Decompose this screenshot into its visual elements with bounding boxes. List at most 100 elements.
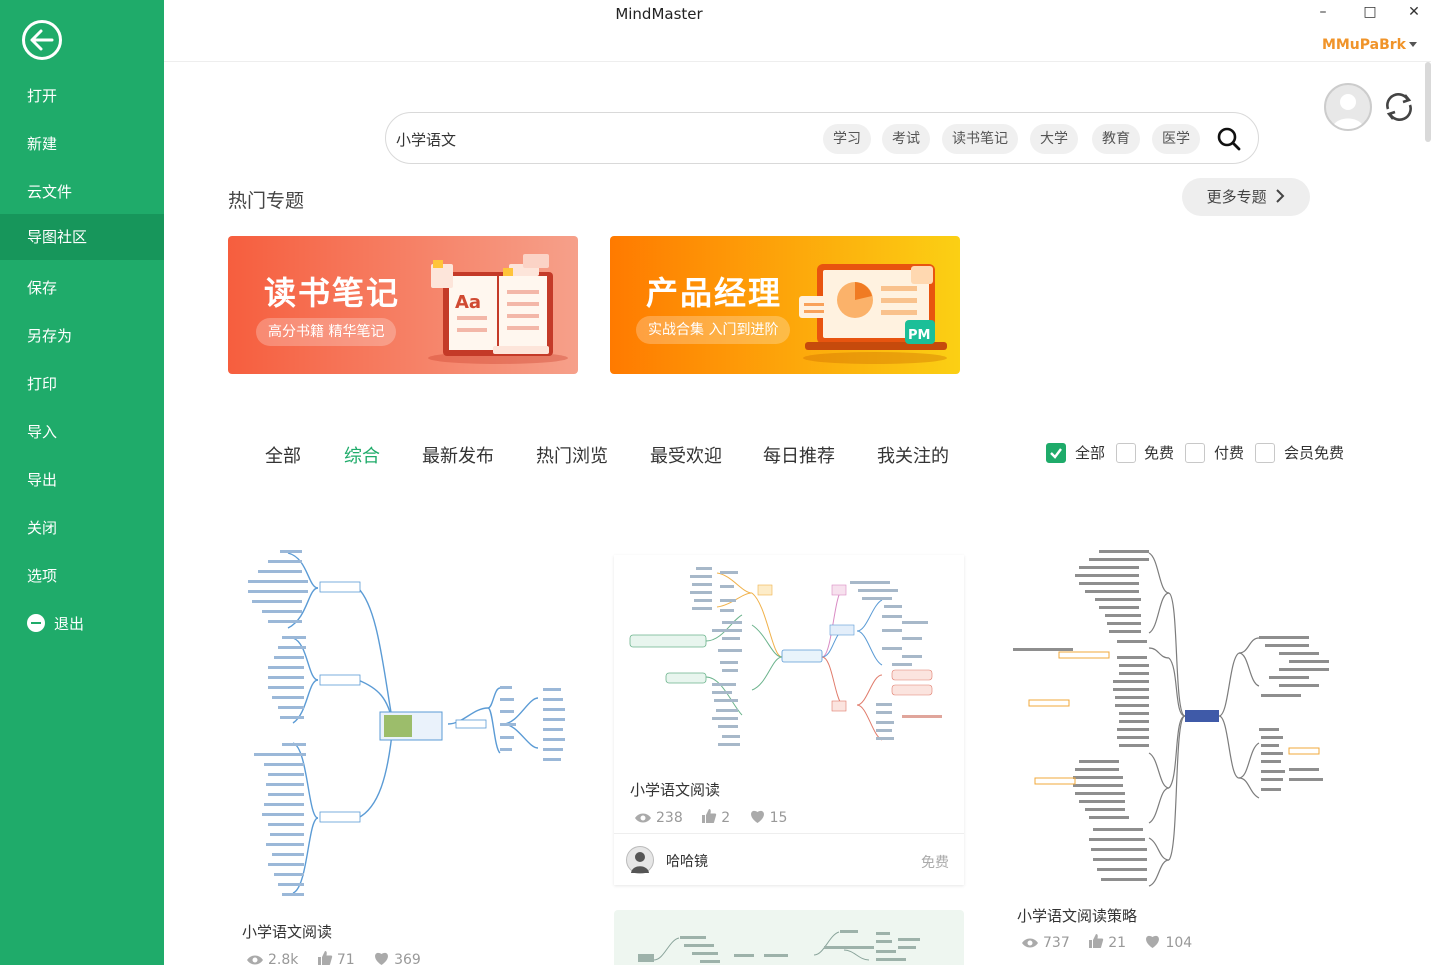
user-menu[interactable]: MMuPaBrk <box>1322 37 1417 53</box>
caret-down-icon <box>1409 42 1417 47</box>
sidebar-item-community[interactable]: 导图社区 <box>0 214 164 260</box>
divider <box>614 833 964 834</box>
sidebar-item-new[interactable]: 新建 <box>27 135 58 153</box>
sidebar-item-close[interactable]: 关闭 <box>27 519 58 537</box>
tab-most-liked[interactable]: 最受欢迎 <box>650 446 722 467</box>
author-avatar[interactable] <box>626 846 654 874</box>
banner-subtitle: 高分书籍 精华笔记 <box>256 318 397 346</box>
map-card[interactable]: 小学语文阅读 238 2 15 哈哈镜 免费 <box>614 555 964 885</box>
banner-title: 读书笔记 <box>264 274 401 312</box>
close-button[interactable]: ✕ <box>1408 4 1420 20</box>
view-count: 238 <box>656 810 683 826</box>
view-count: 2.8k <box>268 952 299 968</box>
laptop-chart-icon: PM <box>799 264 947 364</box>
map-card[interactable]: 小学语文阅读策略 737 21 104 <box>1001 540 1351 965</box>
minimize-button[interactable]: – <box>1319 4 1327 20</box>
divider <box>164 61 1431 62</box>
eye-icon <box>247 955 263 965</box>
filter-checkbox-free[interactable] <box>1116 443 1136 463</box>
banner-product-manager[interactable]: 产品经理 实战合集 入门到进阶 PM <box>610 236 960 374</box>
favorite-count: 369 <box>394 952 421 968</box>
sync-icon[interactable] <box>1381 89 1417 125</box>
sidebar-item-cloud-files[interactable]: 云文件 <box>27 183 73 201</box>
open-book-icon: Aa <box>428 254 568 364</box>
checkmark-icon <box>1050 448 1062 459</box>
search-tag-exam[interactable]: 考试 <box>882 124 930 154</box>
minus-circle-icon <box>27 614 45 632</box>
sidebar-item-options[interactable]: 选项 <box>27 567 58 585</box>
card-title[interactable]: 小学语文阅读 <box>242 923 333 941</box>
eye-icon <box>635 813 651 823</box>
person-icon <box>631 852 649 873</box>
like-count: 2 <box>721 810 731 826</box>
search-tag-medicine[interactable]: 医学 <box>1152 124 1200 154</box>
banner-title: 产品经理 <box>646 274 783 312</box>
banner-icon-text: PM <box>908 328 930 343</box>
more-topics-label: 更多专题 <box>1206 188 1267 206</box>
thumbs-up-icon <box>1089 934 1104 948</box>
card-stats: 2.8k 71 369 <box>246 950 435 968</box>
like-count: 71 <box>336 952 355 968</box>
search-tag-education[interactable]: 教育 <box>1092 124 1140 154</box>
banner-reading-notes[interactable]: 读书笔记 高分书籍 精华笔记 Aa <box>228 236 578 374</box>
section-title-hot-topics: 热门专题 <box>228 190 305 212</box>
tab-comprehensive[interactable]: 综合 <box>344 446 380 467</box>
filter-label-free[interactable]: 免费 <box>1144 444 1175 462</box>
search-input[interactable] <box>394 125 798 153</box>
mind-map-thumbnail <box>1009 548 1347 888</box>
thumbs-up-icon <box>317 951 333 965</box>
mind-map-thumbnail <box>238 548 578 898</box>
tab-following[interactable]: 我关注的 <box>877 446 949 467</box>
filter-checkbox-all[interactable] <box>1046 443 1066 463</box>
mind-map-thumbnail <box>622 565 956 755</box>
author-name[interactable]: 哈哈镜 <box>666 854 708 870</box>
sidebar-item-save[interactable]: 保存 <box>27 279 58 297</box>
search-tag-reading-notes[interactable]: 读书笔记 <box>942 124 1018 154</box>
more-topics-button[interactable]: 更多专题 <box>1182 178 1310 216</box>
user-name: MMuPaBrk <box>1321 37 1406 53</box>
card-stats: 737 21 104 <box>1021 933 1206 951</box>
search-bar: 学习 考试 读书笔记 大学 教育 医学 <box>385 112 1259 164</box>
user-avatar[interactable] <box>1324 83 1372 131</box>
search-icon[interactable] <box>1216 126 1242 152</box>
author-row[interactable]: 哈哈镜 <box>626 846 956 876</box>
filter-label-paid[interactable]: 付费 <box>1214 444 1245 462</box>
sidebar: 打开 新建 云文件 导图社区 保存 另存为 打印 导入 导出 关闭 选项 退出 <box>0 0 164 965</box>
tab-all[interactable]: 全部 <box>265 446 301 467</box>
card-title[interactable]: 小学语文阅读 <box>630 781 721 799</box>
sidebar-item-print[interactable]: 打印 <box>27 375 58 393</box>
card-stats: 238 2 15 <box>634 808 801 826</box>
sidebar-item-export[interactable]: 导出 <box>27 471 58 489</box>
tab-latest[interactable]: 最新发布 <box>422 446 494 467</box>
heart-icon <box>375 952 389 965</box>
sidebar-item-open[interactable]: 打开 <box>27 87 58 105</box>
view-count: 737 <box>1043 935 1070 951</box>
filter-label-all[interactable]: 全部 <box>1075 444 1106 462</box>
mind-map-thumbnail <box>614 910 964 965</box>
maximize-button[interactable]: □ <box>1363 4 1377 20</box>
eye-icon <box>1022 938 1038 948</box>
sidebar-item-import[interactable]: 导入 <box>27 423 58 441</box>
card-title[interactable]: 小学语文阅读策略 <box>1017 907 1138 925</box>
favorite-count: 104 <box>1165 935 1193 951</box>
search-tag-university[interactable]: 大学 <box>1030 124 1078 154</box>
sidebar-item-exit[interactable]: 退出 <box>0 601 164 647</box>
banner-subtitle: 实战合集 入门到进阶 <box>636 316 791 344</box>
back-arrow-icon[interactable] <box>22 20 62 60</box>
tab-daily-picks[interactable]: 每日推荐 <box>763 446 835 467</box>
banner-icon-text: Aa <box>455 292 481 313</box>
filter-label-member-free[interactable]: 会员免费 <box>1284 444 1345 462</box>
sidebar-item-save-as[interactable]: 另存为 <box>27 327 73 345</box>
heart-icon <box>750 810 764 823</box>
filter-checkbox-member-free[interactable] <box>1255 443 1275 463</box>
map-card[interactable] <box>614 910 964 965</box>
scrollbar[interactable] <box>1425 62 1431 142</box>
favorite-count: 15 <box>769 810 788 826</box>
search-tag-study[interactable]: 学习 <box>823 124 871 154</box>
filter-checkbox-paid[interactable] <box>1185 443 1205 463</box>
map-card[interactable]: 小学语文阅读 2.8k 71 369 <box>228 530 580 968</box>
tab-hot-views[interactable]: 热门浏览 <box>536 446 608 467</box>
window-title: MindMaster <box>615 5 703 23</box>
thumbs-up-icon <box>702 809 717 823</box>
price-label: 免费 <box>921 855 949 871</box>
